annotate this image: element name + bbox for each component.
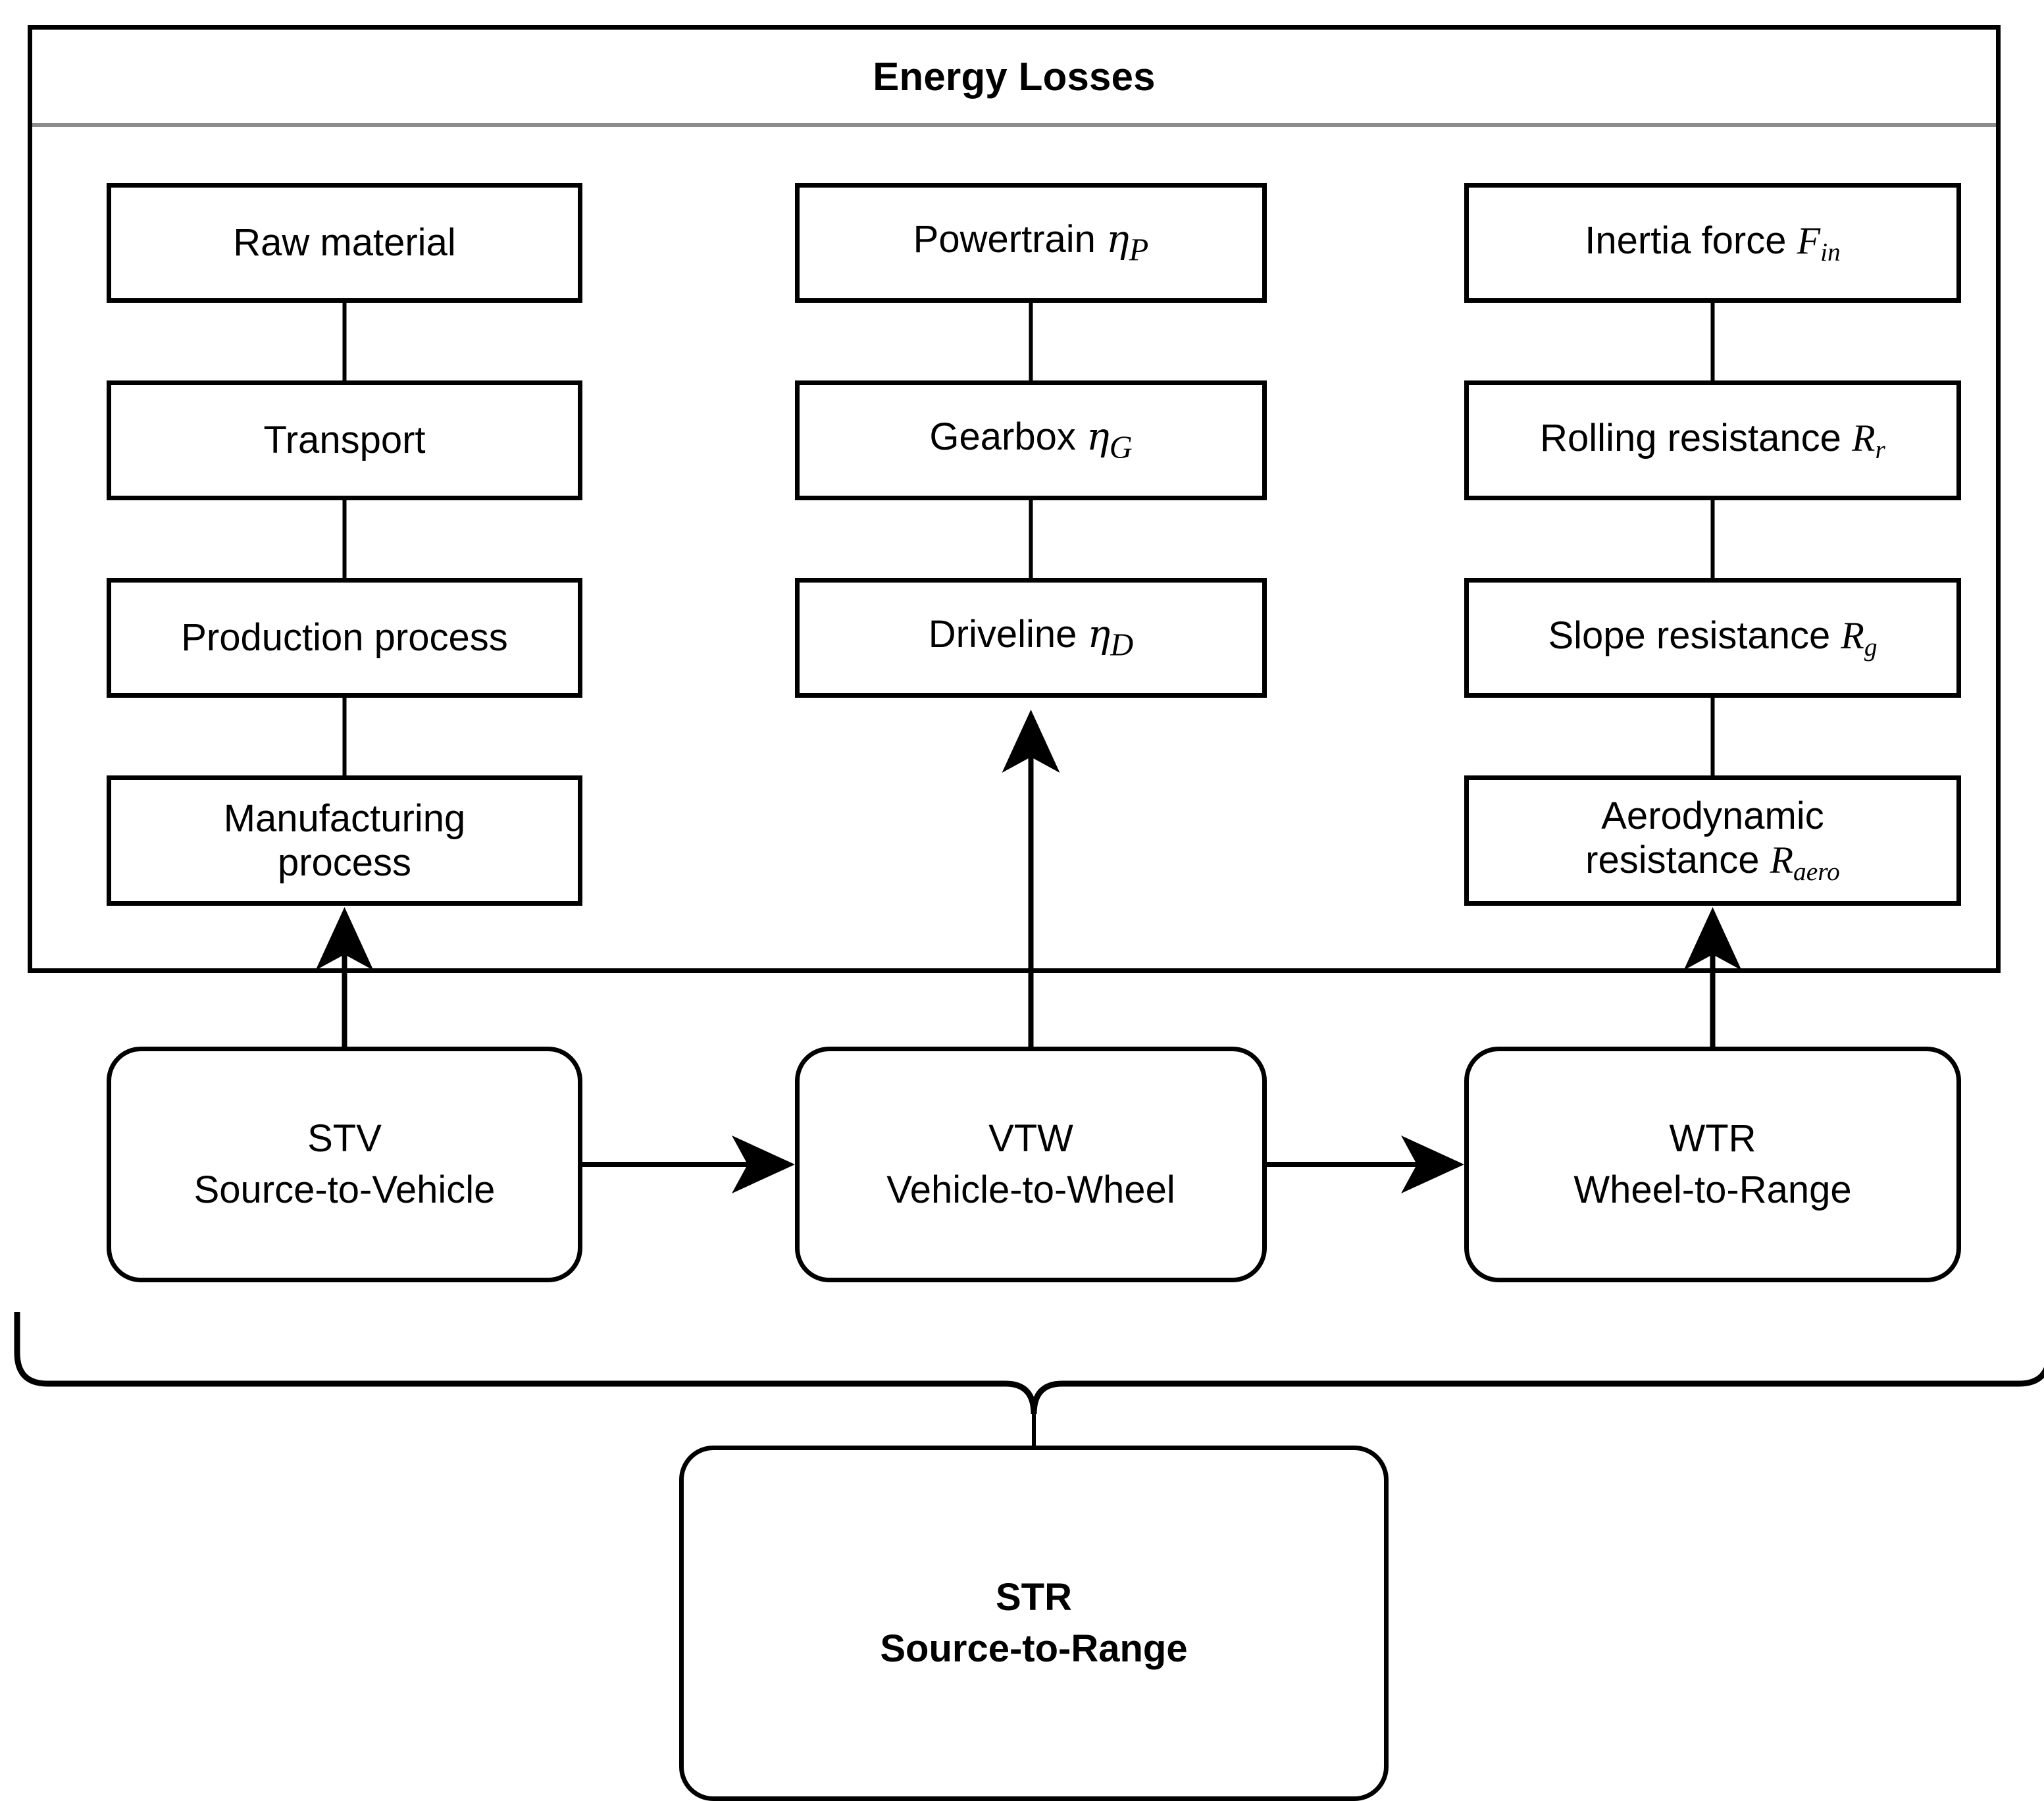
loss-node-transport: Transport (107, 380, 582, 500)
loss-node-powertrain: Powertrain ηP (795, 183, 1267, 303)
stage-abbr: WTR (1669, 1116, 1756, 1160)
loss-node-aerodynamic-resistance: Aerodynamic resistance Raero (1464, 775, 1961, 906)
loss-node-label: Transport (263, 419, 426, 462)
loss-node-driveline: Driveline ηD (795, 578, 1267, 698)
loss-node-label: Inertia force Fin (1585, 219, 1841, 267)
subscript: in (1820, 237, 1841, 267)
force-symbol: Raero (1770, 839, 1840, 887)
loss-node-production-process: Production process (107, 578, 582, 698)
force-symbol: Rr (1852, 416, 1885, 464)
stage-pill-vtw[interactable]: VTW Vehicle-to-Wheel (795, 1047, 1267, 1282)
subscript: G (1109, 430, 1133, 465)
force-symbol: Fin (1797, 219, 1841, 267)
stage-pill-str[interactable]: STR Source-to-Range (679, 1446, 1389, 1801)
title-divider (32, 123, 1996, 127)
loss-node-label: Driveline ηD (928, 611, 1134, 663)
loss-node-gearbox: Gearbox ηG (795, 380, 1267, 500)
loss-node-slope-resistance: Slope resistance Rg (1464, 578, 1961, 698)
loss-node-label: Powertrain ηP (913, 216, 1149, 268)
loss-node-label: Aerodynamic resistance Raero (1585, 794, 1840, 887)
stage-name: Vehicle-to-Wheel (886, 1168, 1175, 1211)
loss-node-label: Rolling resistance Rr (1540, 416, 1885, 464)
stage-name: Wheel-to-Range (1573, 1168, 1852, 1211)
eta-symbol: ηP (1106, 216, 1149, 268)
loss-node-label: Manufacturing process (223, 796, 466, 884)
loss-node-inertia-force: Inertia force Fin (1464, 183, 1961, 303)
stage-abbr: STV (307, 1116, 382, 1160)
subscript: g (1864, 632, 1878, 662)
summary-brace (14, 1312, 2044, 1415)
eta-symbol: ηD (1087, 611, 1134, 663)
subscript: D (1110, 627, 1134, 663)
force-symbol: Rg (1841, 613, 1878, 662)
subscript: r (1875, 434, 1885, 464)
loss-node-rolling-resistance: Rolling resistance Rr (1464, 380, 1961, 500)
loss-node-label: Production process (181, 616, 508, 660)
energy-losses-title: Energy Losses (873, 54, 1156, 99)
loss-node-label: Raw material (233, 221, 456, 265)
loss-node-label: Gearbox ηG (929, 413, 1133, 465)
total-name: Source-to-Range (880, 1627, 1188, 1670)
loss-node-raw-material: Raw material (107, 183, 582, 303)
total-abbr: STR (996, 1575, 1072, 1619)
loss-node-manufacturing-process: Manufacturing process (107, 775, 582, 906)
subscript: P (1129, 232, 1149, 268)
stage-pill-stv[interactable]: STV Source-to-Vehicle (107, 1047, 582, 1282)
stage-name: Source-to-Vehicle (193, 1168, 496, 1211)
subscript: aero (1793, 857, 1840, 887)
loss-node-label: Slope resistance Rg (1548, 613, 1878, 662)
eta-symbol: ηG (1086, 413, 1133, 465)
stage-abbr: VTW (988, 1116, 1073, 1160)
stage-pill-wtr[interactable]: WTR Wheel-to-Range (1464, 1047, 1961, 1282)
